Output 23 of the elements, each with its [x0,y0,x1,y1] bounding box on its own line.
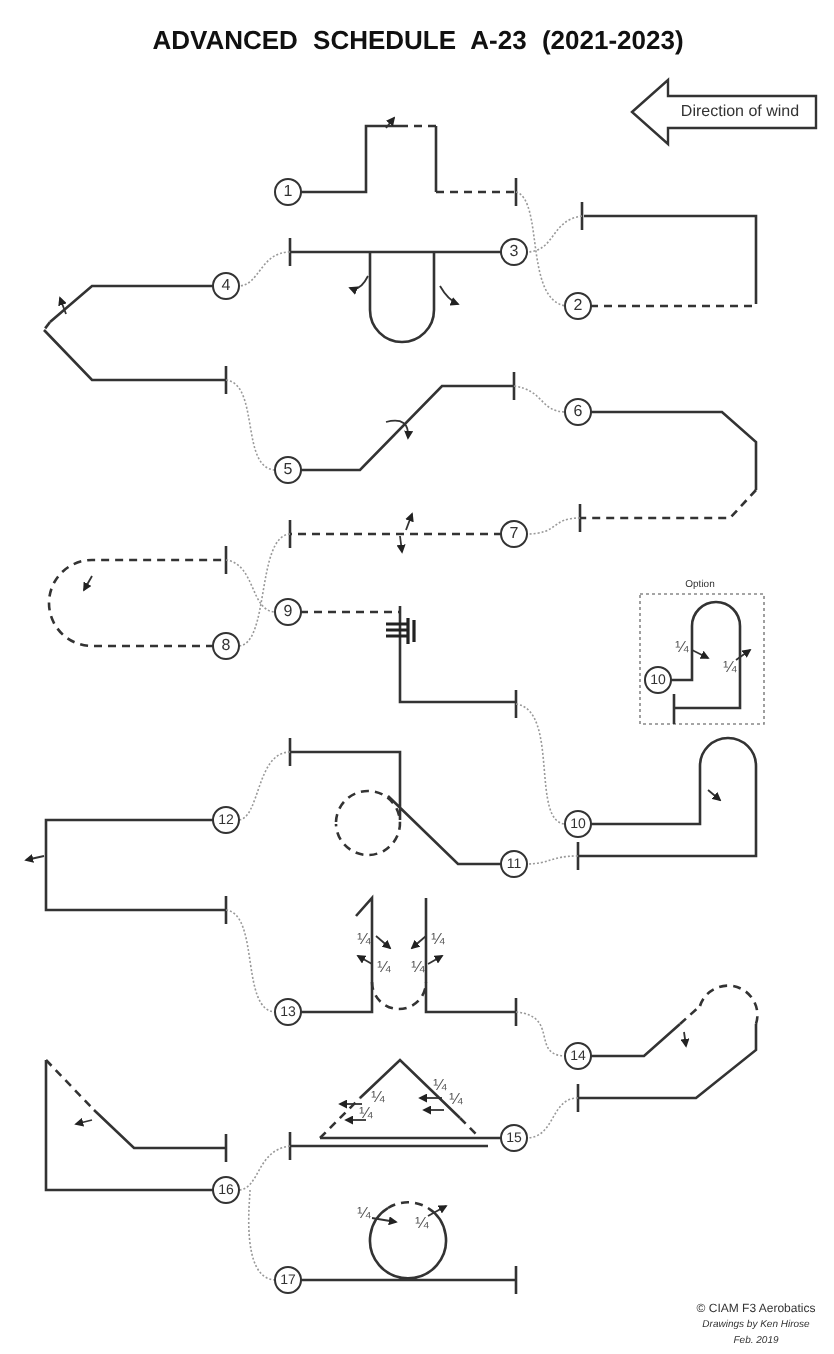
quarter-roll-mark: ¼ [431,932,445,948]
title: ADVANCED SCHEDULE A-23 (2021-2023) [152,27,684,53]
quarter-roll-mark: ¼ [377,960,391,976]
step-number: 6 [564,398,592,426]
step-number: 1 [274,178,302,206]
step-number: 3 [500,238,528,266]
step-number: 8 [212,632,240,660]
quarter-roll-mark: ¼ [357,932,371,948]
quarter-roll-mark: ¼ [411,960,425,976]
wind-label: Direction of wind [680,104,800,120]
quarter-roll-mark: ¼ [371,1090,385,1106]
quarter-roll-mark: ¼ [675,640,689,656]
step-number: 9 [274,598,302,626]
step-number: 5 [274,456,302,484]
quarter-roll-mark: ¼ [359,1106,373,1122]
step-number: 2 [564,292,592,320]
step-number: 7 [500,520,528,548]
quarter-roll-mark: ¼ [433,1078,447,1094]
quarter-roll-mark: ¼ [357,1206,371,1222]
quarter-roll-mark: ¼ [415,1216,429,1232]
quarter-roll-mark: ¼ [723,660,737,676]
step-number: 4 [212,272,240,300]
quarter-roll-mark: ¼ [449,1092,463,1108]
